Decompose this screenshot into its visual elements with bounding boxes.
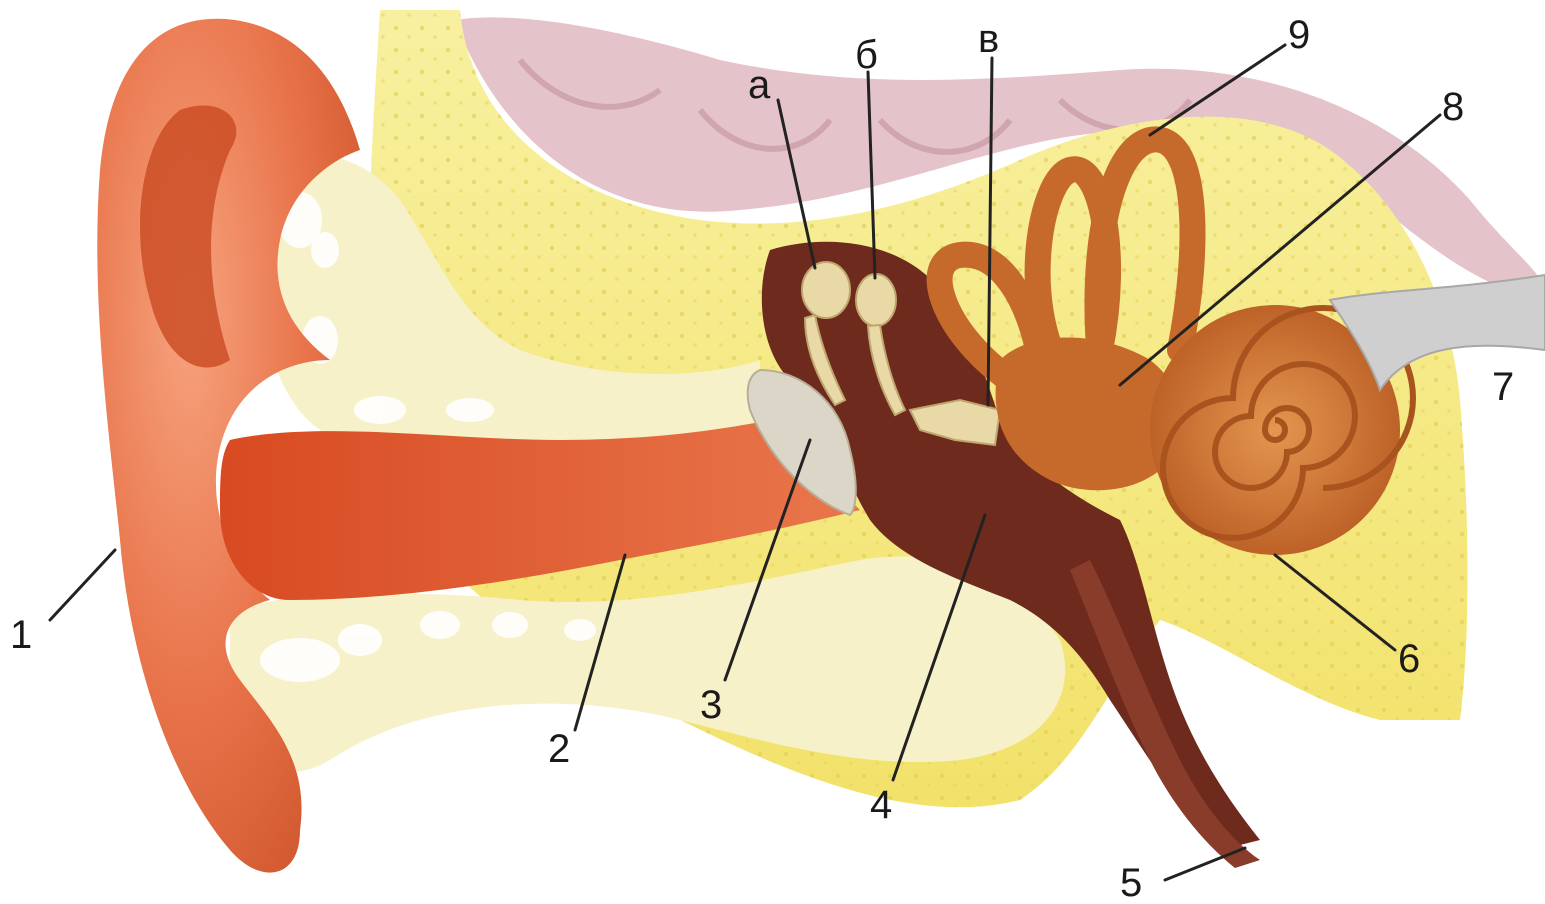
label-9: 9 [1288,13,1310,57]
label-v: в [978,17,999,61]
label-2: 2 [548,727,570,771]
label-a: а [748,63,771,107]
incus-body [856,274,896,326]
label-1: 1 [10,613,32,657]
label-6: 6 [1398,637,1420,681]
label-b: б [855,33,878,77]
malleus-head [802,262,850,318]
label-3: 3 [700,683,722,727]
label-4: 4 [870,783,892,827]
label-7: 7 [1492,365,1514,409]
label-8: 8 [1442,85,1464,129]
label-5: 5 [1120,861,1142,904]
